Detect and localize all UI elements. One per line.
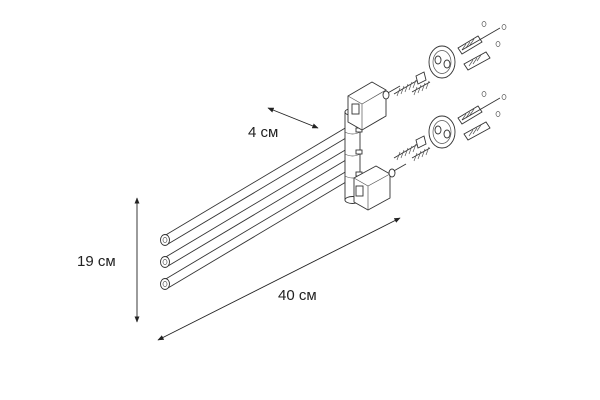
hole-marker-icon [495,41,501,47]
screw-icon [461,24,507,51]
screw-icon [393,71,427,97]
mounting-plate-icon [428,115,456,149]
screw-icon [461,94,507,121]
wall-plug-icon [463,51,491,71]
swivel-bar-middle [160,145,357,268]
wall-plug-icon [463,121,491,141]
dimension-length-label: 40 см [278,287,317,304]
wall-bracket-lower [353,165,391,211]
dimension-height-label: 19 см [77,253,116,270]
swivel-bar-bottom [160,167,357,290]
screw-icon [393,135,427,161]
swivel-bar-top [160,123,357,246]
screw-icon [411,146,431,162]
dimension-height: 19 см [77,197,140,323]
wall-bracket-upper [347,81,387,131]
mounting-plate-icon [428,45,456,79]
hole-marker-icon [481,21,487,27]
mounting-kit-upper [382,21,507,100]
mounting-kit-lower [388,91,507,178]
swivel-bars [160,123,357,290]
dimension-depth: 4 см [248,107,319,141]
dimension-length: 40 см [157,217,401,341]
dimension-depth-label: 4 см [248,124,278,141]
hole-marker-icon [481,91,487,97]
screw-icon [388,163,407,178]
hole-marker-icon [495,111,501,117]
screw-icon [382,85,401,100]
screw-icon [411,80,431,96]
